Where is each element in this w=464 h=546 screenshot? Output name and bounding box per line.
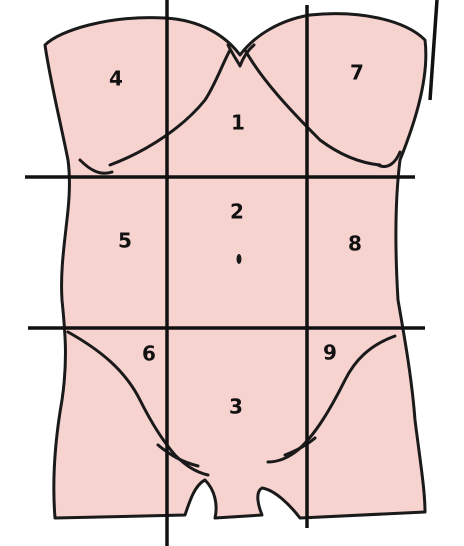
- right-edge-line: [428, 0, 439, 101]
- region-label-2: 2: [230, 200, 244, 224]
- right-inguinal-stroke: [283, 436, 317, 457]
- sternum-notch: [226, 43, 256, 68]
- left-rib-curve: [108, 48, 232, 167]
- region-label-7: 7: [350, 61, 364, 85]
- right-groin-line: [266, 334, 397, 464]
- region-label-8: 8: [348, 232, 362, 256]
- left-groin-line: [66, 330, 210, 477]
- region-label-3: 3: [229, 395, 243, 419]
- left-rib-hook: [78, 158, 114, 175]
- torso-silhouette: [43, 12, 428, 520]
- region-label-1: 1: [231, 111, 245, 135]
- navel-mark: [236, 254, 242, 264]
- right-rib-curve: [243, 48, 382, 167]
- region-label-4: 4: [109, 67, 123, 91]
- region-label-9: 9: [323, 341, 337, 365]
- right-rib-hook: [376, 150, 402, 168]
- region-label-5: 5: [118, 229, 132, 253]
- left-inguinal-stroke: [156, 443, 200, 468]
- region-label-6: 6: [142, 342, 156, 366]
